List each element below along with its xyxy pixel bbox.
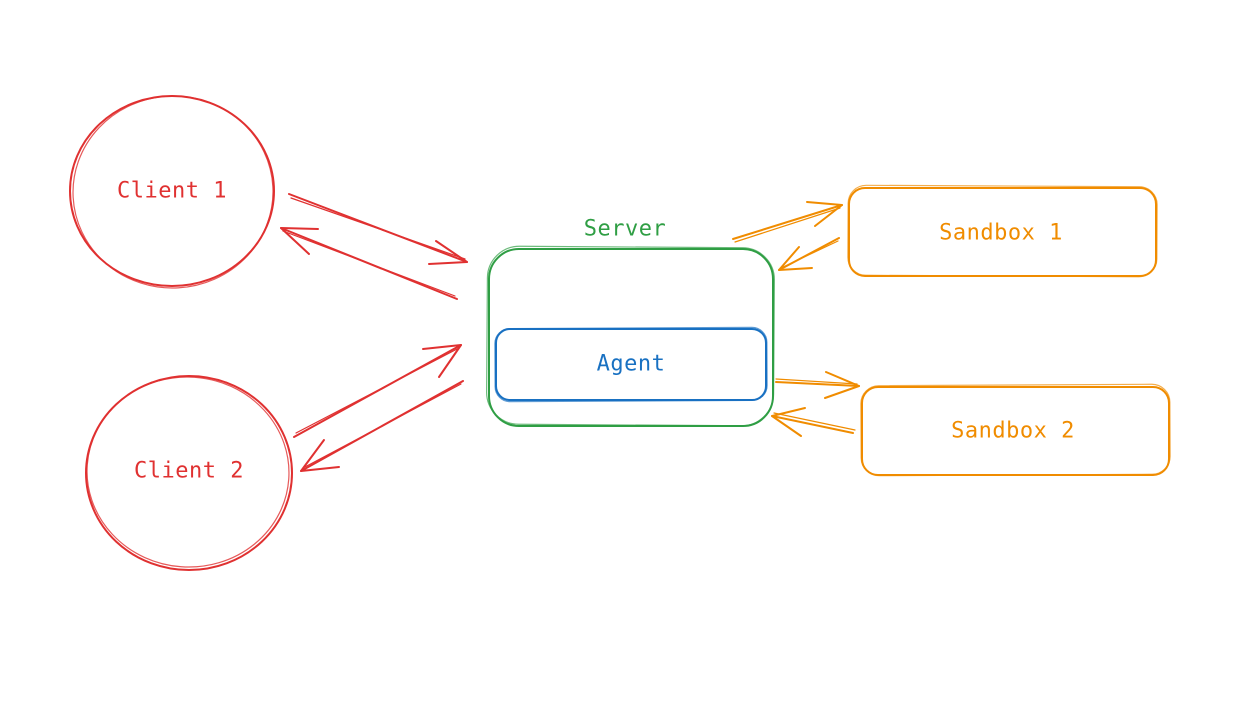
sandbox-1-node — [847, 184, 1158, 278]
client-1-label: Client 1 — [117, 178, 227, 204]
arrow-server-to-client-2 — [300, 380, 464, 472]
arrow-server-to-client-1 — [280, 227, 458, 300]
sandbox-1-label: Sandbox 1 — [939, 220, 1063, 246]
server-node — [486, 245, 775, 427]
client-1-node — [69, 95, 275, 289]
sandbox-2-label: Sandbox 2 — [951, 418, 1075, 444]
server-label: Server — [583, 216, 667, 242]
arrow-server-to-sandbox-2 — [775, 371, 860, 399]
agent-label: Agent — [596, 351, 666, 377]
arrow-sandbox-1-to-server — [778, 237, 840, 271]
client-2-node — [85, 375, 293, 571]
sandbox-2-node — [860, 383, 1171, 477]
arrow-client-2-to-server — [293, 344, 462, 438]
arrow-sandbox-2-to-server — [771, 407, 856, 437]
arrow-client-1-to-server — [288, 193, 468, 265]
agent-node — [494, 326, 768, 403]
client-2-label: Client 2 — [134, 458, 244, 484]
arrow-server-to-sandbox-1 — [732, 201, 843, 243]
